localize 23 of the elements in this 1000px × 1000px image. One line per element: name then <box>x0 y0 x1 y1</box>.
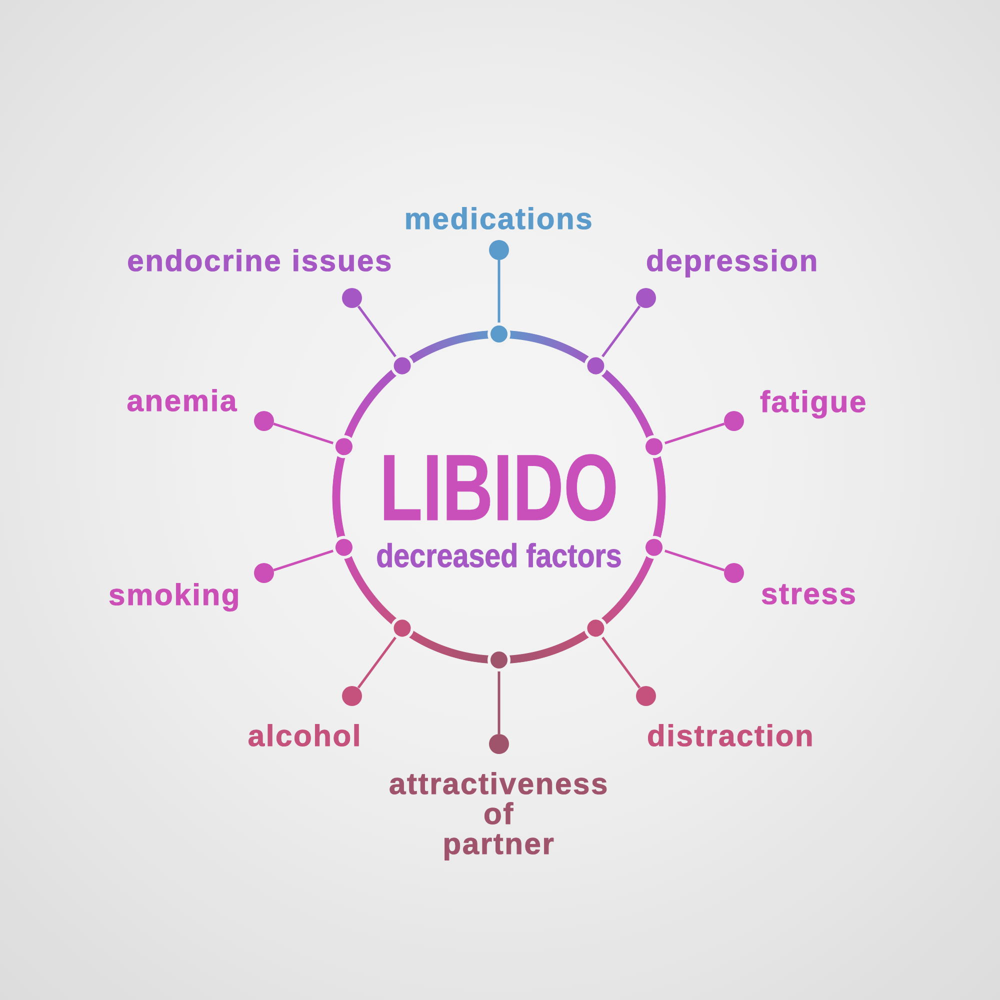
heading-text: LIBIDO <box>380 441 618 535</box>
connector-line <box>357 616 414 688</box>
connector-line <box>642 422 725 458</box>
connector-line <box>357 306 414 378</box>
factor-label: endocrine issues <box>127 247 393 277</box>
factor-label: smoking <box>108 581 241 611</box>
connector-line <box>642 536 725 572</box>
connector-line <box>488 260 510 346</box>
factor-label: depression <box>646 247 820 277</box>
factor-label: alcohol <box>248 722 362 752</box>
connector-line <box>584 616 641 688</box>
connector-line <box>584 306 641 378</box>
factor-label: distraction <box>647 722 815 752</box>
factor-label: medications <box>404 205 594 235</box>
subheading-text: decreased factors <box>376 539 622 572</box>
factor-label: stress <box>761 580 858 610</box>
connector-line <box>273 422 356 458</box>
connector-line <box>488 648 510 734</box>
factor-label: attractiveness of partner <box>388 770 610 860</box>
factor-label: fatigue <box>760 388 868 418</box>
center-ring <box>332 330 666 664</box>
factor-label: anemia <box>126 387 238 417</box>
connector-line <box>273 536 356 572</box>
